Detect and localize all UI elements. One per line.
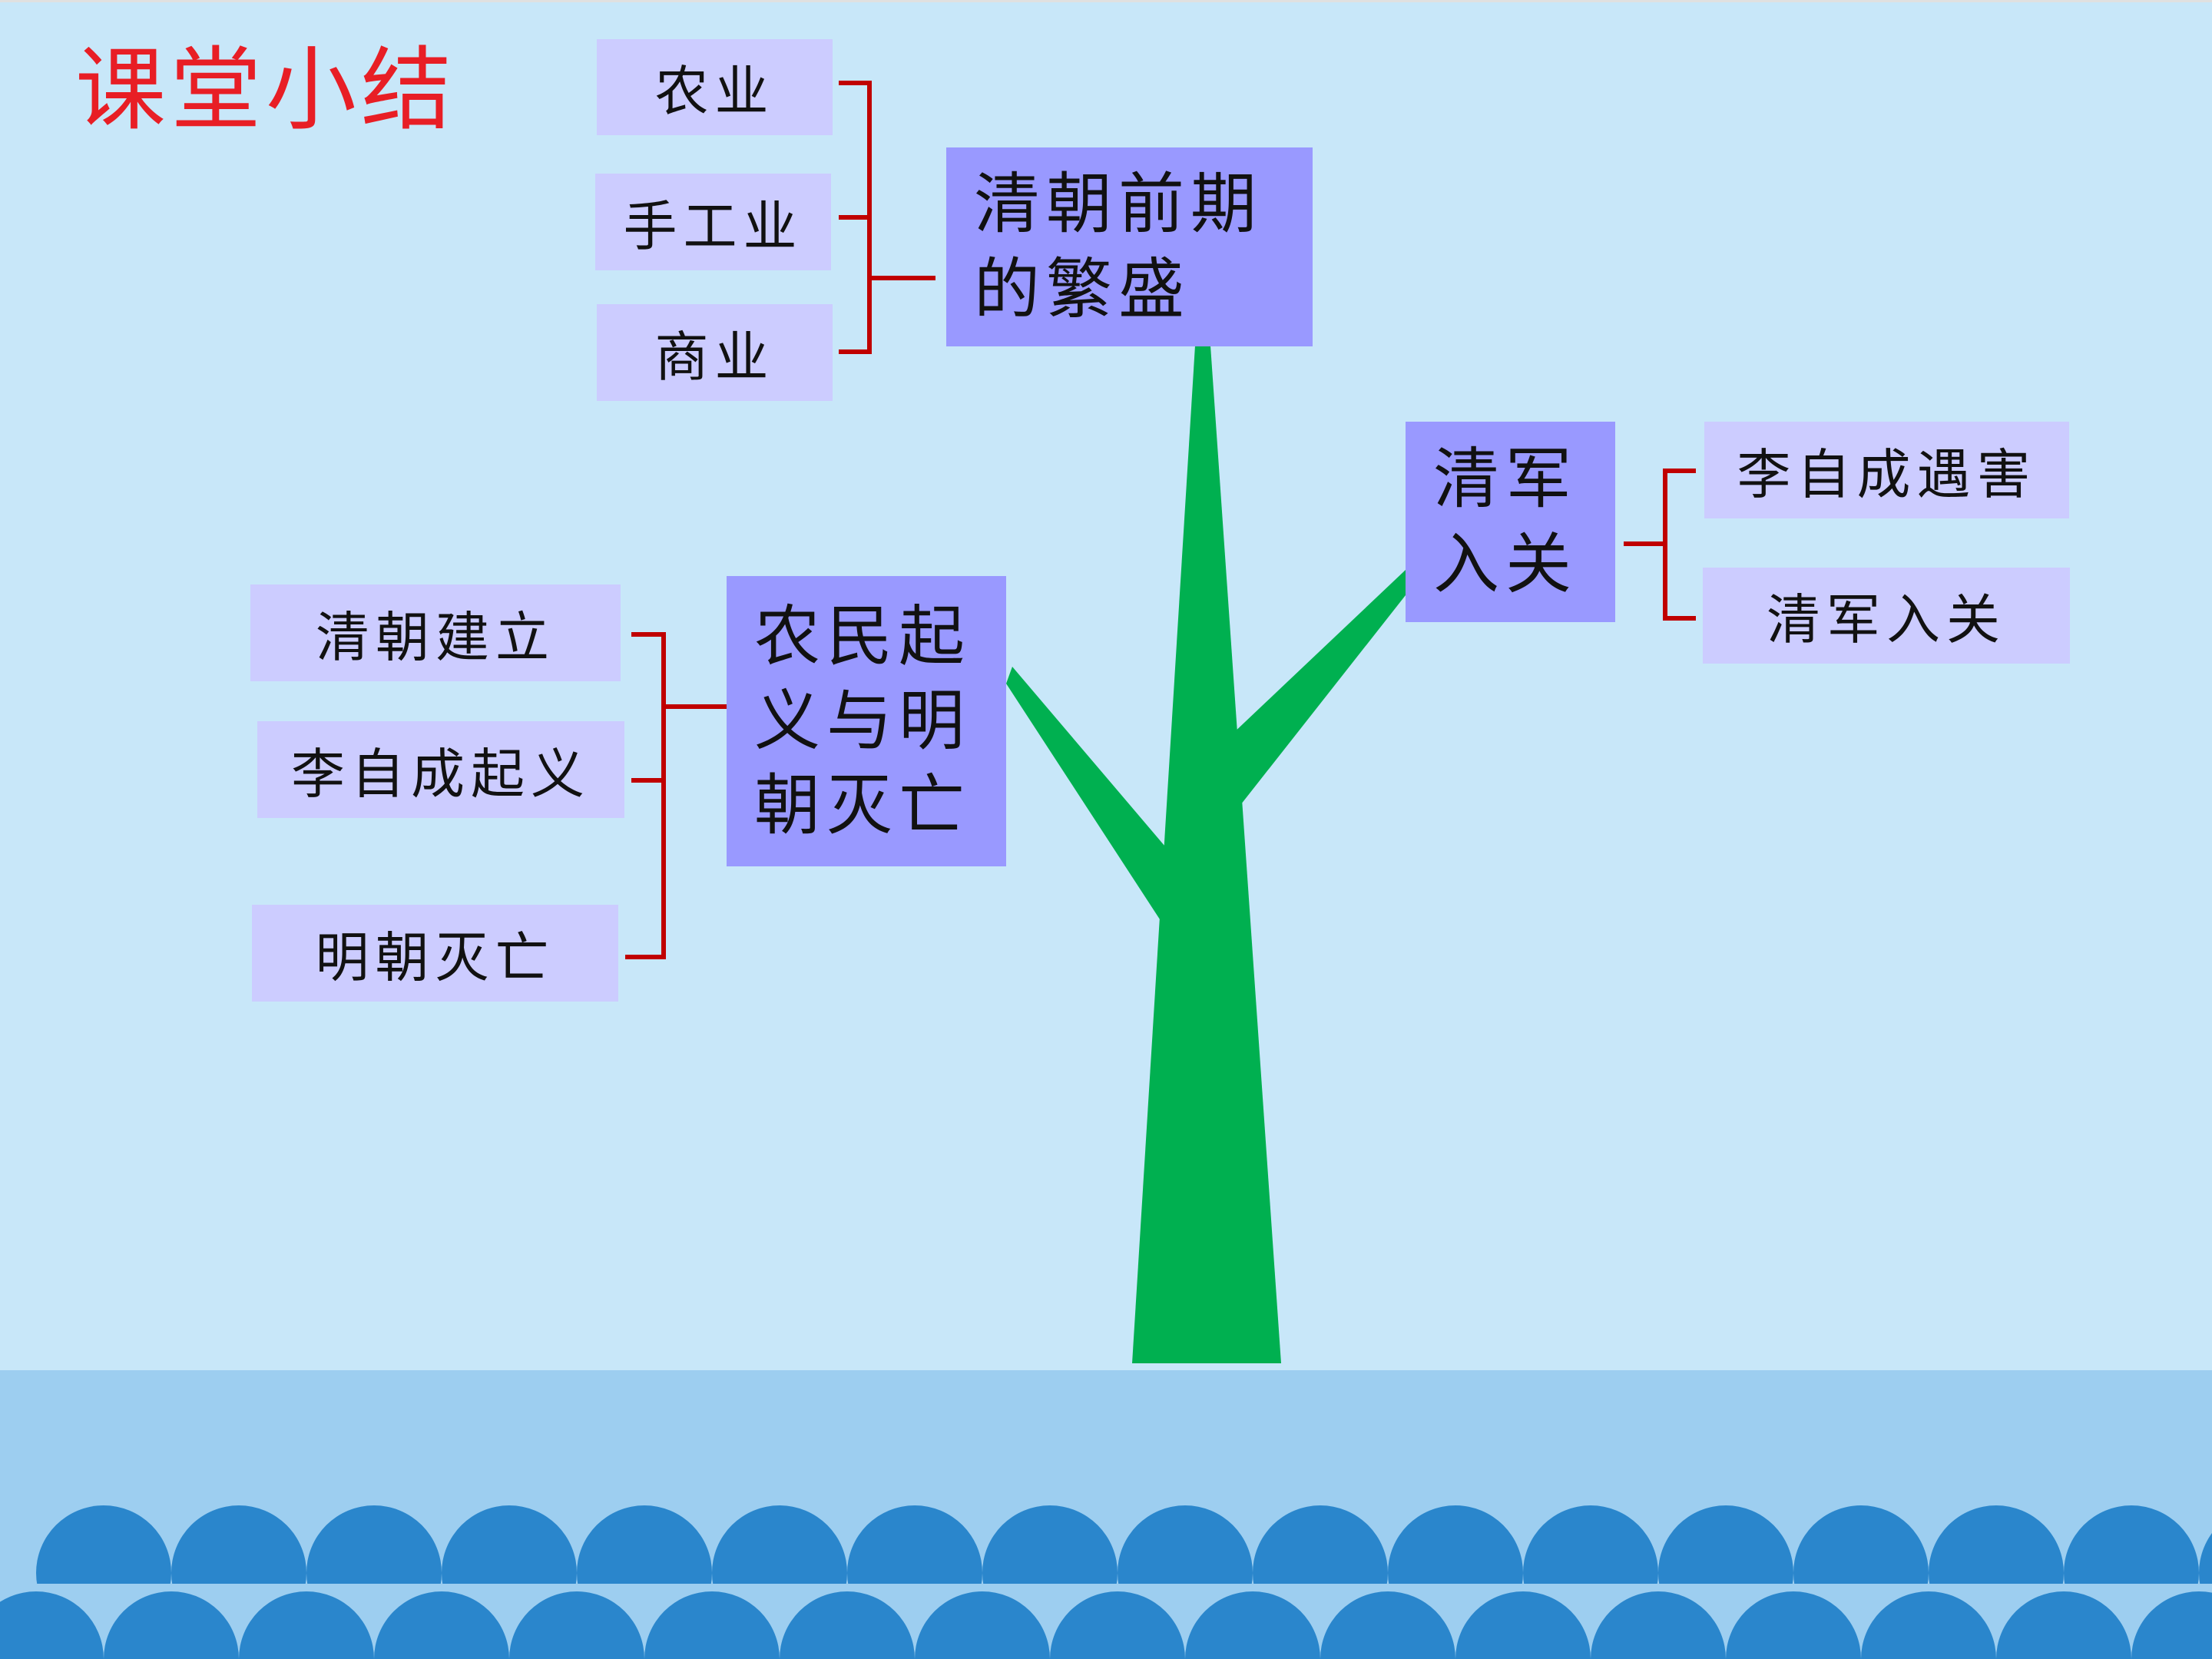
wave-scallop — [644, 1591, 780, 1659]
wave-scallop — [1996, 1591, 2131, 1659]
wave-scallop — [104, 1591, 239, 1659]
wave-scallop — [1320, 1591, 1455, 1659]
top-border — [0, 0, 2212, 2]
wave-scallop — [509, 1591, 644, 1659]
item-label: 明朝灭亡 — [315, 926, 555, 989]
item-box-qing-army-enters: 清军入关 — [1703, 568, 2070, 664]
bracket-qing-entry — [1624, 469, 1696, 621]
item-box-handicraft: 手工业 — [595, 174, 831, 270]
heading-box-early-qing-prosperity: 清朝前期的繁盛 — [946, 147, 1313, 346]
item-label: 商业 — [654, 325, 775, 389]
item-label: 清军入关 — [1767, 588, 2006, 651]
item-box-li-zicheng-killed: 李自成遇害 — [1704, 422, 2069, 518]
item-box-commerce: 商业 — [597, 304, 833, 401]
item-label: 李自成遇害 — [1737, 442, 2037, 506]
item-box-qing-founded: 清朝建立 — [250, 584, 621, 681]
wave-scallop — [0, 1591, 104, 1659]
item-box-ming-fall: 明朝灭亡 — [252, 905, 618, 1002]
wave-scallop — [1726, 1591, 1861, 1659]
wave-scallop — [1591, 1591, 1726, 1659]
wave-scallop — [374, 1591, 509, 1659]
tree-branch-left — [1006, 667, 1169, 922]
item-box-agriculture: 农业 — [597, 39, 833, 135]
wave-scallop — [915, 1591, 1050, 1659]
wave-scallop — [1050, 1591, 1185, 1659]
heading-box-peasant-uprising: 农民起义与明朝灭亡 — [727, 576, 1006, 866]
item-label: 农业 — [654, 60, 775, 123]
wave-scallop — [780, 1591, 915, 1659]
heading-label: 清军入关 — [1433, 441, 1578, 603]
bracket-uprising — [625, 632, 727, 959]
item-label: 手工业 — [623, 194, 803, 258]
wave-scallop — [1861, 1591, 1996, 1659]
wave-scallop — [1185, 1591, 1320, 1659]
heading-label: 农民起义与明朝灭亡 — [754, 598, 971, 845]
tree-branch-right — [1230, 570, 1406, 808]
item-label: 清朝建立 — [316, 605, 555, 669]
item-label: 李自成起义 — [291, 742, 591, 806]
slide-title: 课堂小结 — [75, 37, 457, 143]
wave-scallop — [239, 1591, 374, 1659]
heading-box-qing-entry: 清军入关 — [1406, 422, 1615, 622]
tree-trunk — [1132, 346, 1281, 1363]
wave-scallop — [1455, 1591, 1591, 1659]
heading-label: 清朝前期的繁盛 — [974, 166, 1263, 328]
bracket-prosperity — [839, 81, 935, 354]
item-box-li-zicheng-uprising: 李自成起义 — [257, 721, 624, 818]
wave-scallop — [2131, 1591, 2212, 1659]
